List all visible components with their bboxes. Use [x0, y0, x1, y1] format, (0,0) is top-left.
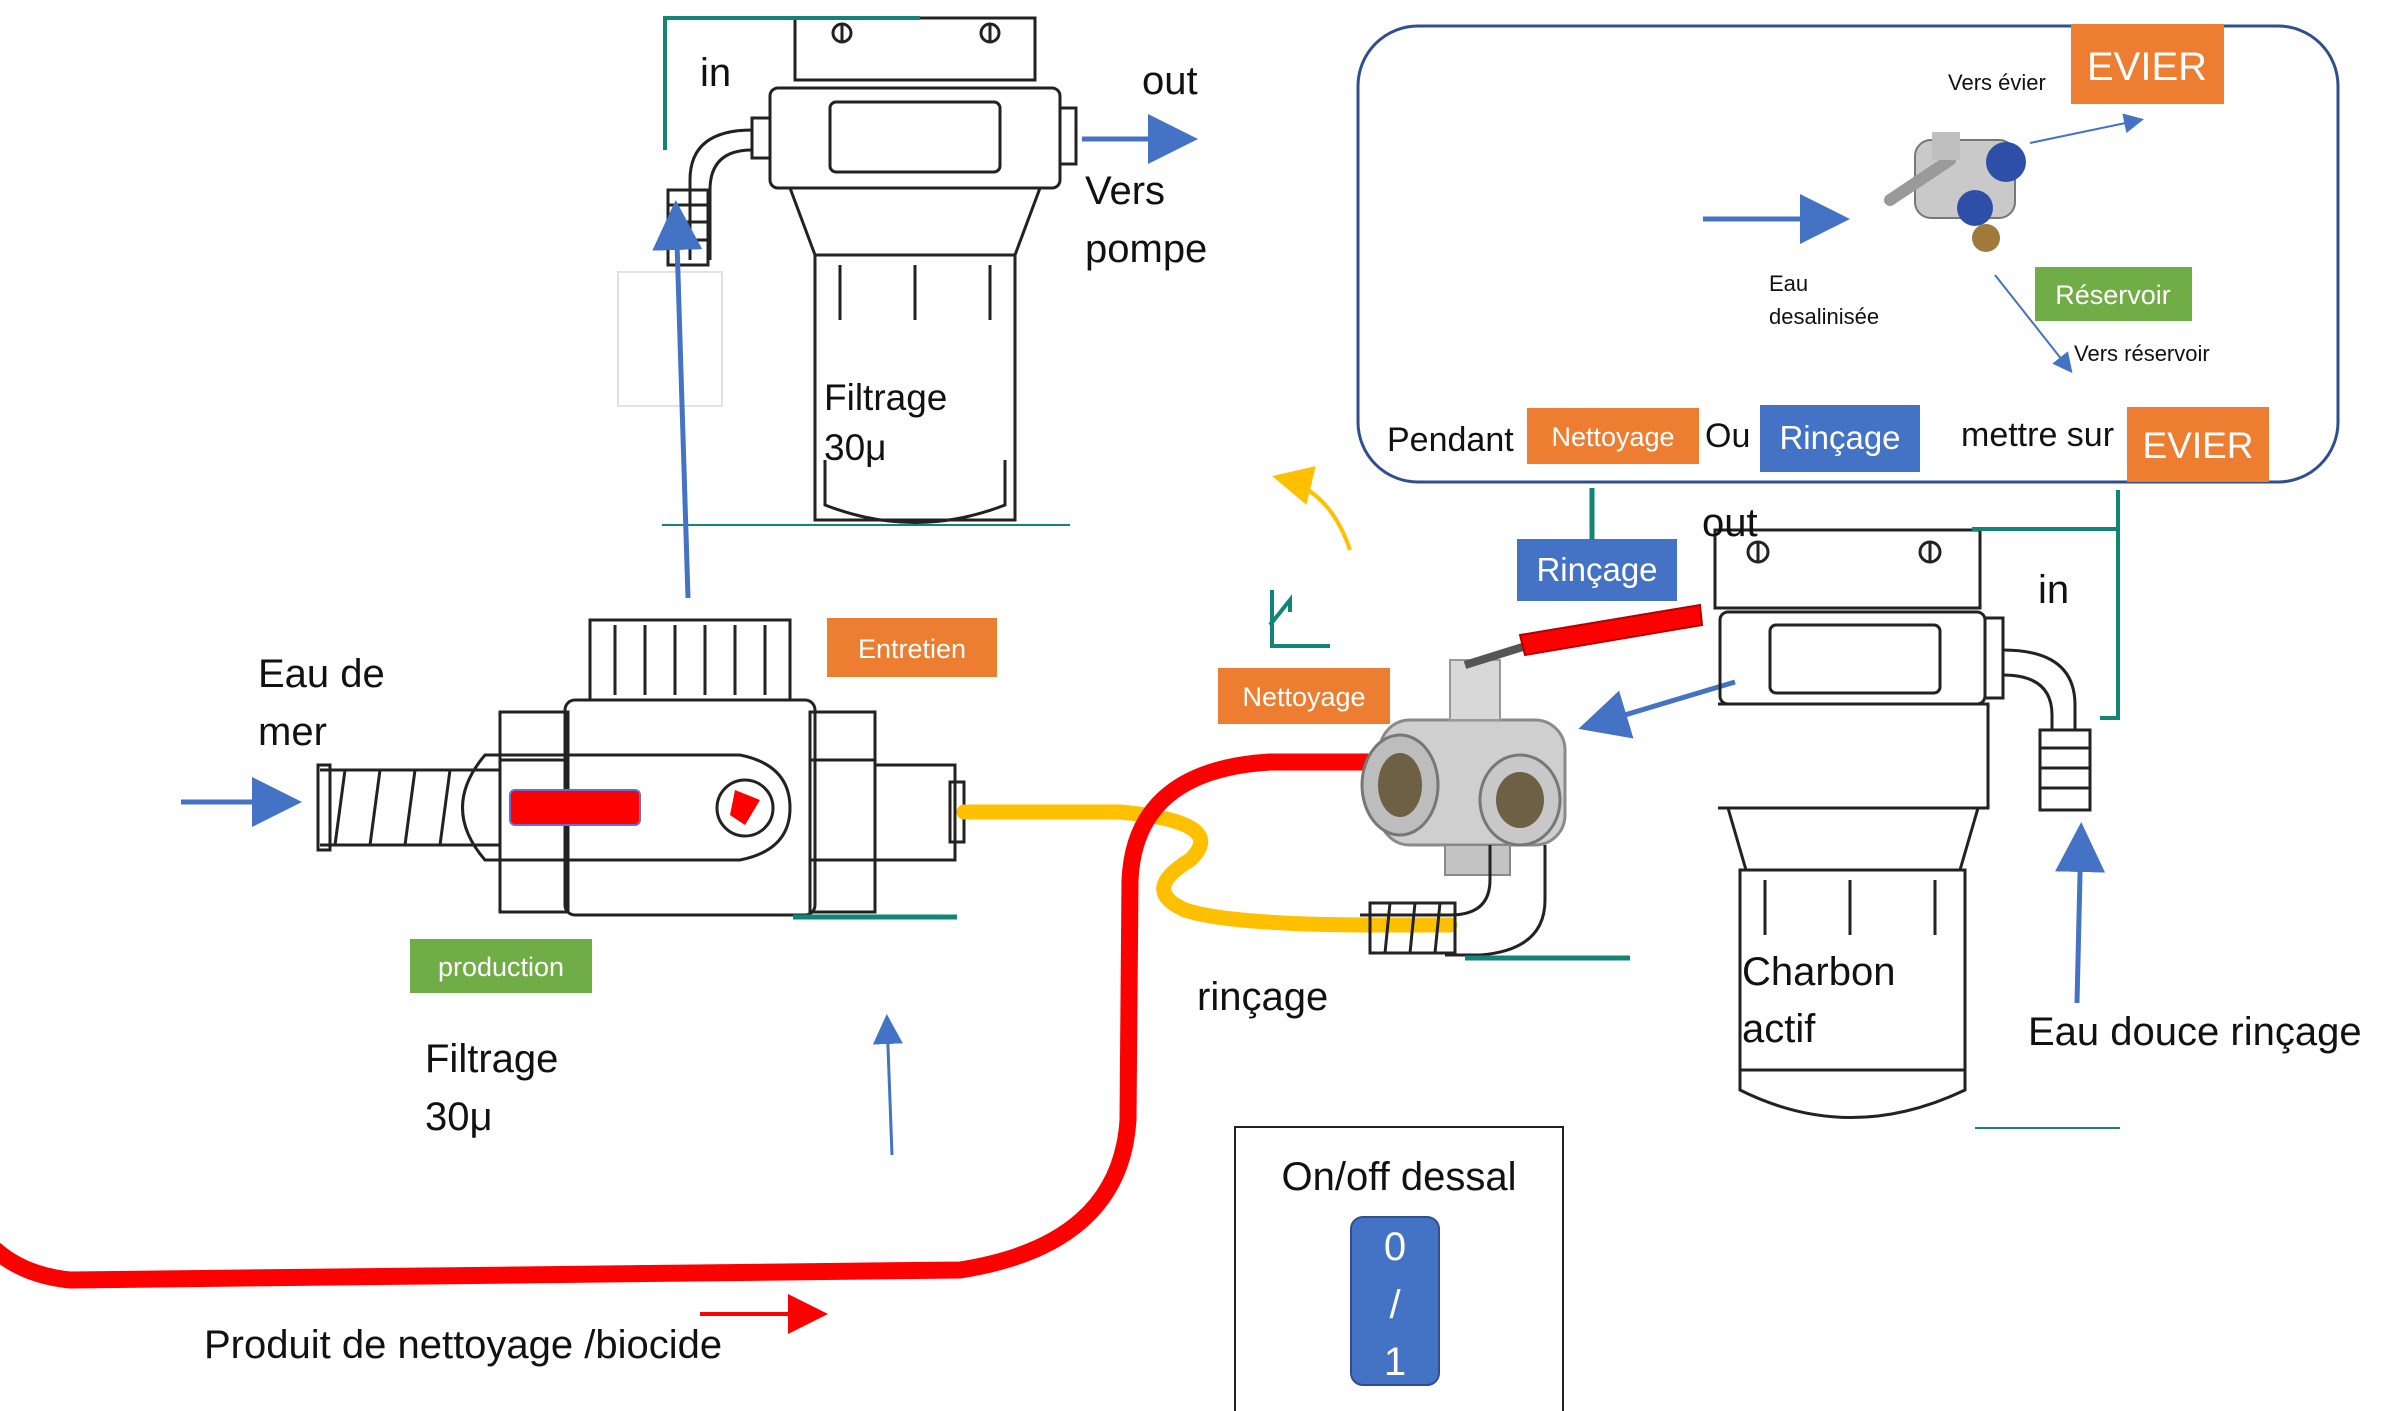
- eau-de-mer-label-1: Eau de: [258, 652, 385, 696]
- valve-outlet-elbow: [1360, 845, 1547, 957]
- onoff-switch-sep: /: [1389, 1283, 1401, 1327]
- callout-vers-reservoir: Vers réservoir: [2074, 341, 2210, 366]
- callout-tag-nettoyage: Nettoyage: [1527, 408, 1699, 464]
- callout-tag-reservoir: Réservoir: [2035, 267, 2192, 321]
- onoff-switch-0: 0: [1384, 1225, 1406, 1269]
- callout-mettre-sur: mettre sur: [1961, 416, 2114, 454]
- top-filter-wall-bracket: [663, 16, 920, 150]
- filtrage-top-label-2: 30μ: [824, 427, 886, 468]
- svg-text:Nettoyage: Nettoyage: [1551, 422, 1674, 452]
- mini-three-way-valve: [1884, 132, 2026, 252]
- svg-text:production: production: [438, 952, 564, 982]
- svg-text:Réservoir: Réservoir: [2055, 280, 2171, 310]
- svg-text:Nettoyage: Nettoyage: [1242, 682, 1365, 712]
- filtrage-left-label-1: Filtrage: [425, 1037, 558, 1081]
- yellow-rinse-hose: [956, 804, 1458, 933]
- produit-label: Produit de nettoyage /biocide: [204, 1323, 722, 1367]
- top-filter-housing: [750, 16, 1078, 524]
- charbon-filter-housing: [1713, 528, 2005, 1119]
- top-in-label: in: [700, 51, 731, 95]
- vers-pompe-label-2: pompe: [1085, 227, 1207, 271]
- top-filter-faint-panel: [617, 271, 723, 407]
- eau-douce-label: Eau douce rinçage: [2028, 1010, 2362, 1054]
- callout-arrow-vers-evier: [2029, 113, 2144, 144]
- callout-eau-desal-1: Eau: [1769, 271, 1808, 296]
- onoff-title: On/off dessal: [1282, 1155, 1517, 1199]
- charbon-wall-bracket: [1972, 490, 2120, 720]
- onoff-switch-1: 1: [1384, 1340, 1406, 1384]
- tag-nettoyage-valve: Nettoyage: [1218, 668, 1390, 724]
- valve-red-arrow-mark: [730, 790, 760, 825]
- svg-text:Entretien: Entretien: [858, 634, 966, 664]
- rincage-hose-label: rinçage: [1197, 975, 1328, 1019]
- vers-pompe-label-1: Vers: [1085, 169, 1165, 213]
- tag-entretien: Entretien: [827, 618, 997, 677]
- charbon-label-2: actif: [1742, 1007, 1816, 1051]
- arrow-charbon-to-valve: [1578, 679, 1736, 739]
- seawater-inlet-barb: [316, 763, 502, 852]
- seawater-valve-body: [461, 618, 966, 917]
- arrow-up-thin: [872, 1014, 903, 1156]
- callout-tag-evier-top: EVIER: [2071, 24, 2224, 104]
- callout-arrow-vers-reservoir: [1994, 274, 2073, 374]
- callout-tag-rincage: Rinçage: [1760, 405, 1920, 472]
- arrow-yellow-curve: [1272, 466, 1352, 551]
- eau-de-mer-label-2: mer: [258, 710, 327, 754]
- right-out-label: out: [1702, 501, 1758, 545]
- tag-rincage-valve: Rinçage: [1517, 539, 1677, 601]
- filtrage-top-label-1: Filtrage: [824, 377, 947, 418]
- arrow-to-top-filter: [652, 200, 703, 599]
- callout-tag-evier-bottom: EVIER: [2127, 407, 2269, 482]
- callout-vers-evier: Vers évier: [1948, 70, 2046, 95]
- callout-eau-desal-2: desalinisée: [1769, 304, 1879, 329]
- tag-production: production: [410, 939, 592, 993]
- top-filter-inlet-elbow: [666, 128, 753, 267]
- svg-text:EVIER: EVIER: [2087, 45, 2207, 89]
- callout-box: [1356, 24, 2340, 484]
- red-cleaning-hose: [0, 753, 1381, 1289]
- charbon-label-1: Charbon: [1742, 950, 1895, 994]
- charbon-inlet-elbow: [2002, 648, 2092, 812]
- callout-pendant: Pendant: [1387, 421, 1514, 459]
- filtrage-left-label-2: 30μ: [425, 1095, 493, 1139]
- arrow-eau-douce: [2055, 822, 2106, 1004]
- svg-text:EVIER: EVIER: [2142, 425, 2253, 466]
- svg-text:Rinçage: Rinçage: [1779, 419, 1900, 456]
- svg-text:Rinçage: Rinçage: [1536, 551, 1657, 588]
- onoff-switch[interactable]: 0 / 1: [1350, 1216, 1440, 1386]
- top-out-label: out: [1142, 59, 1198, 103]
- three-way-ball-valve: [1268, 590, 1704, 876]
- valve-red-handle-mark: [509, 789, 641, 826]
- callout-ou: Ou: [1705, 417, 1750, 455]
- right-in-label: in: [2038, 568, 2069, 612]
